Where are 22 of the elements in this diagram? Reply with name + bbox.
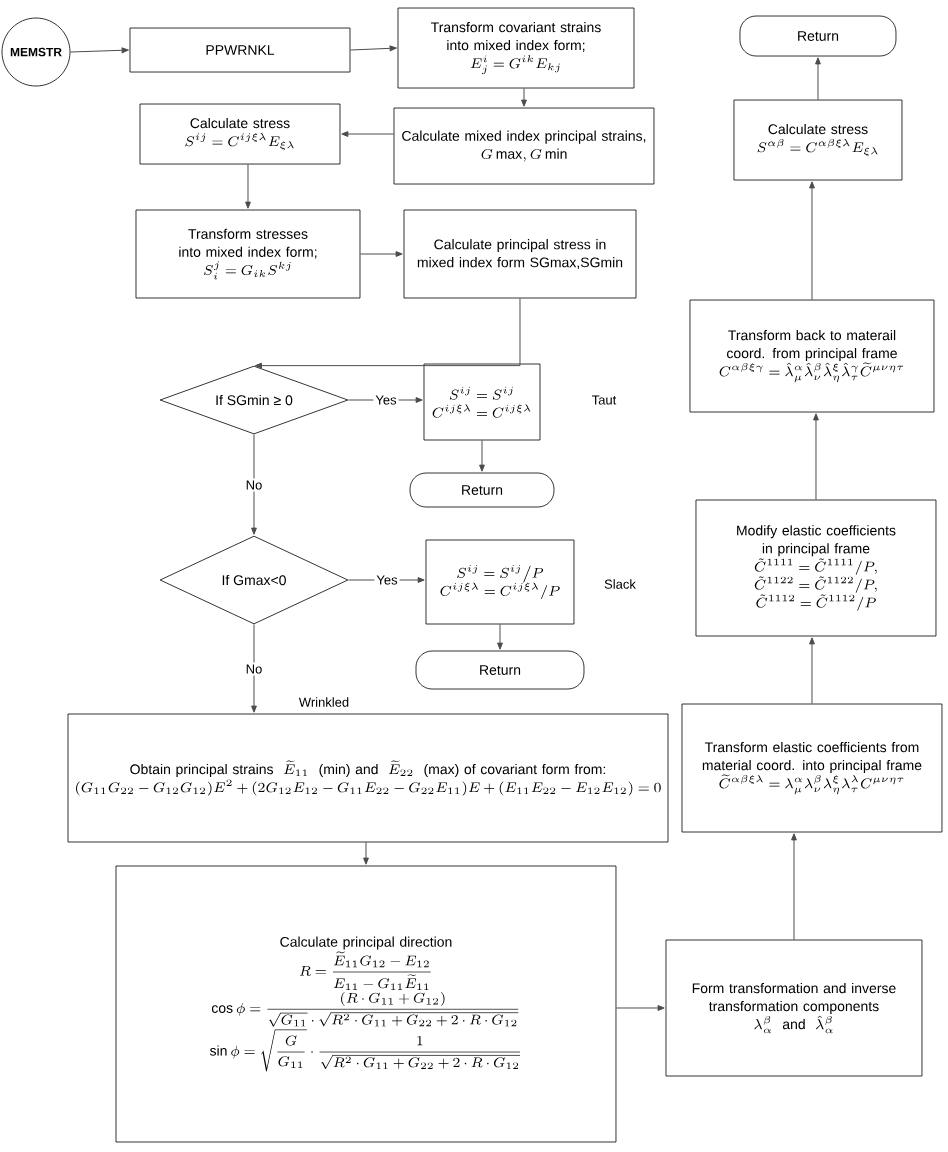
arrow	[245, 163, 251, 209]
arrow	[497, 623, 503, 650]
arrow	[815, 57, 821, 101]
arrow	[521, 87, 527, 107]
arrow	[791, 833, 797, 941]
arrow	[69, 47, 129, 54]
arrow	[809, 637, 815, 705]
arrow	[359, 251, 403, 257]
arrow	[813, 413, 819, 501]
arrow	[254, 297, 521, 369]
process-box: $S^{ij} = S^{ij}\big/P$ $C^{ij\xi\lambda} = C^{ij\xi\lambda}/P$	[425, 539, 575, 625]
arrow	[347, 577, 425, 583]
arrow	[615, 1005, 665, 1011]
process-box: $S^{ij} = S^{ij}$ $C^{ij\xi\lambda} = C^{ij\xi\lambda}$	[423, 363, 541, 441]
arrow	[251, 433, 257, 535]
arrow	[479, 439, 485, 472]
arrow	[363, 841, 369, 865]
arrow	[347, 397, 423, 403]
arrow	[349, 45, 397, 52]
arrow	[341, 131, 395, 137]
arrow	[809, 181, 815, 301]
arrow	[251, 623, 257, 713]
